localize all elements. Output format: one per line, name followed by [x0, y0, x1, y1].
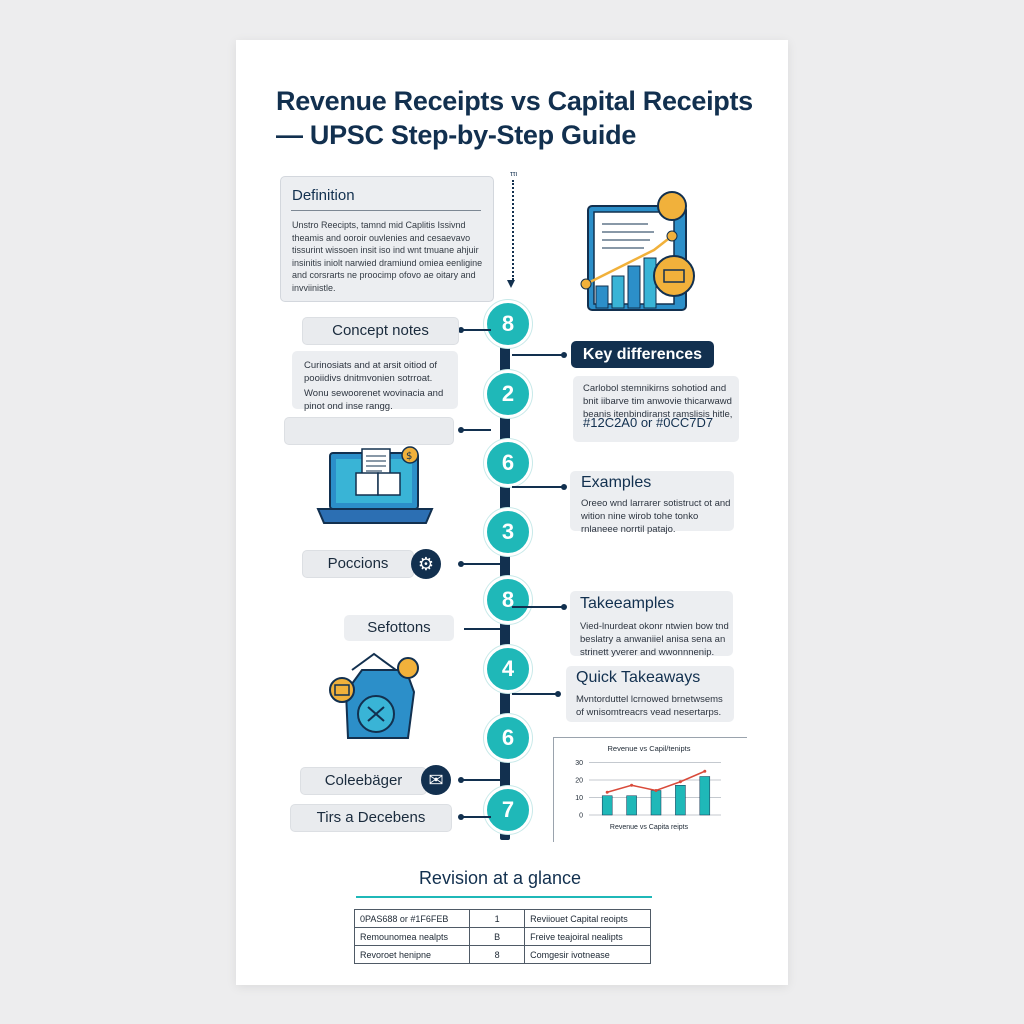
chart-bar: [675, 785, 686, 816]
revision-title: Revision at a glance: [418, 868, 582, 888]
connector-line: [461, 816, 491, 818]
svg-text:$: $: [406, 451, 412, 462]
chart-y-tick-label: 0: [579, 813, 583, 820]
takeexamples-heading: Takeeamples: [580, 595, 675, 612]
page-title: Revenue Receipts vs Capital Receipts — U…: [276, 84, 776, 152]
revision-table: 0PAS688 or #1F6FEB 1 Reviiouet Capital r…: [353, 909, 651, 964]
table-row: Remounomea nealpts B Freive teajoiral ne…: [353, 927, 651, 946]
quick-takeaways-text: Mvntorduttel lcrnowed brnetwsems of wnis…: [576, 694, 723, 718]
sefottons-label: Sefottons: [344, 615, 454, 641]
examples-card: Examples Oreeo wnd larrarer sotistruct o…: [570, 471, 734, 535]
connector-line: [512, 354, 564, 356]
table-cell: Revoroet henipne: [353, 945, 471, 964]
connector-line: [512, 606, 564, 608]
key-differences-card: Carlobol stemnikirns sohotiod and bnit i…: [573, 376, 739, 442]
timeline-start-marks: ττι: [510, 171, 518, 178]
coleebager-label: Coleebäger: [300, 767, 427, 795]
table-cell: 1: [469, 909, 525, 928]
document-chart-icon: [580, 191, 695, 311]
examples-text: Oreeo wnd larrarer sotistruct ot and wit…: [581, 498, 731, 535]
table-row: Revoroet henipne 8 Comgesir ivotnease: [353, 945, 651, 964]
tirs-label: Tirs a Decebens: [290, 804, 452, 832]
chart-bar: [601, 795, 613, 816]
table-cell: Freive teajoiral nealipts: [524, 927, 651, 946]
infographic-sheet: Revenue Receipts vs Capital Receipts — U…: [236, 40, 788, 985]
table-cell: Reviiouet Capital reoipts: [524, 909, 651, 928]
concept-notes-label: Concept notes: [302, 317, 459, 345]
gear-icon: ⚙: [411, 549, 441, 579]
quick-takeaways-card: Quick Takeaways Mvntorduttel lcrnowed br…: [566, 666, 734, 722]
connector-line: [464, 628, 500, 630]
chart-title: Revenue vs Capil/tenipts: [608, 744, 691, 753]
table-cell: Remounomea nealpts: [353, 927, 471, 946]
laptop-documents-icon: $: [316, 446, 434, 524]
chart-bar: [650, 790, 662, 816]
timeline-node: 4: [484, 645, 532, 693]
key-differences-text: Carlobol stemnikirns sohotiod and bnit i…: [583, 383, 733, 420]
connector-line: [512, 486, 564, 488]
envelope-icon: ✉: [421, 765, 451, 795]
timeline-node: 3: [484, 508, 532, 556]
connector-dot: [561, 352, 567, 358]
timeline-node: 8: [484, 300, 532, 348]
timeline-dotted-line: [512, 180, 514, 280]
table-cell: B: [469, 927, 525, 946]
chart-x-label: Revenue vs Capita reipts: [610, 824, 689, 831]
examples-heading: Examples: [581, 474, 652, 491]
money-shield-icon: [329, 652, 419, 739]
takeexamples-card: Takeeamples Vied-lnurdeat okonr ntwien b…: [570, 591, 733, 658]
table-cell: 0PAS688 or #1F6FEB: [353, 909, 471, 928]
timeline-node: 2: [484, 370, 532, 418]
timeline-arrow-icon: [507, 280, 515, 288]
chart-y-tick-label: 10: [575, 795, 583, 802]
quick-takeaways-heading: Quick Takeaways: [576, 669, 701, 686]
definition-divider: [291, 210, 481, 211]
definition-heading: Definition: [292, 187, 355, 204]
connector-line: [512, 693, 558, 695]
concept-notes-text-1: Curinosiats and at arsit oitiod of pooii…: [304, 360, 438, 384]
title-line-2: — UPSC Step-by-Step Guide: [276, 120, 637, 150]
title-line-1: Revenue Receipts vs Capital Receipts: [276, 86, 753, 116]
key-differences-colors: #12C2A0 or #0CC7D7: [583, 415, 714, 430]
timeline-node: 6: [484, 714, 532, 762]
definition-body: Unstro Reecipts, tamnd mid Caplitis Issi…: [292, 220, 483, 293]
connector-line: [461, 429, 491, 431]
chart-point: [630, 783, 634, 787]
connector-line: [461, 329, 491, 331]
connector-dot: [561, 604, 567, 610]
timeline-node: 6: [484, 439, 532, 487]
concept-notes-text-2: Wonu sewoorenet wovinacia and pinot ond …: [304, 388, 444, 412]
chart-point: [678, 780, 682, 784]
connector-line: [461, 779, 501, 781]
chart-point: [605, 790, 609, 794]
chart-y-tick-label: 30: [575, 760, 583, 767]
blank-label: [284, 417, 454, 445]
connector-dot: [555, 691, 561, 697]
timeline-node: 7: [484, 786, 532, 834]
chart-bar: [626, 795, 637, 816]
concept-notes-card: Curinosiats and at arsit oitiod of pooii…: [292, 351, 458, 412]
chart-y-tick-label: 20: [575, 778, 583, 785]
table-row: 0PAS688 or #1F6FEB 1 Reviiouet Capital r…: [353, 909, 651, 928]
table-cell: 8: [469, 945, 525, 964]
key-differences-heading: Key differences: [571, 341, 714, 368]
connector-line: [461, 563, 501, 565]
revision-underline: [356, 896, 652, 898]
chart-point: [703, 769, 707, 773]
chart-frame: [553, 737, 747, 842]
poccions-label: Poccions: [302, 550, 414, 578]
timeline-node: 8: [484, 576, 532, 624]
connector-dot: [561, 484, 567, 490]
table-cell: Comgesir ivotnease: [524, 945, 651, 964]
chart-bar: [699, 776, 711, 816]
takeexamples-text: Vied-lnurdeat okonr ntwien bow tnd besla…: [580, 621, 729, 658]
definition-box: Definition Unstro Reecipts, tamnd mid Ca…: [280, 176, 494, 302]
chart-point: [654, 789, 658, 792]
